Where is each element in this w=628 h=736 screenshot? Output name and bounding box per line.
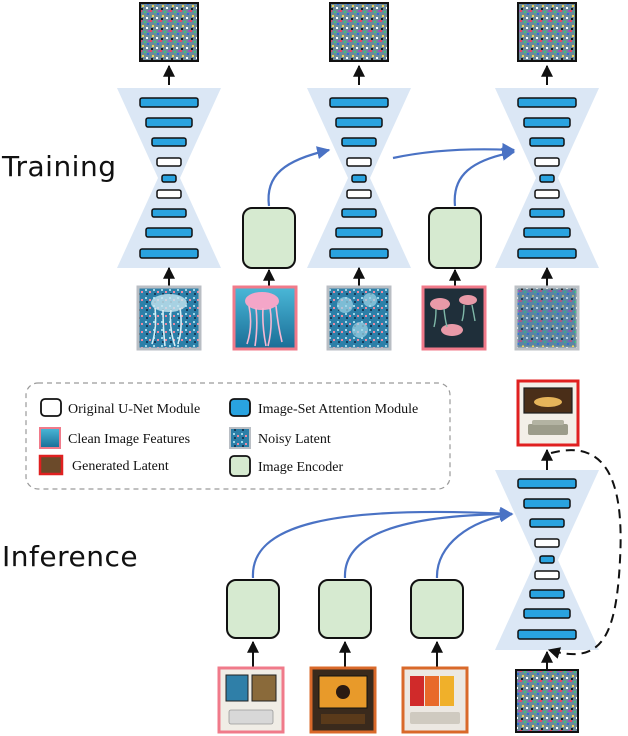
inference-noise-thumbnail <box>515 669 579 733</box>
noisy-jellyfish-thumbnail-2 <box>326 285 392 351</box>
generated-latent-output <box>516 379 580 447</box>
legend-attention-label: Image-Set Attention Module <box>258 402 418 417</box>
inference-label: Inference <box>2 540 139 573</box>
legend-generated-latent-label: Generated Latent <box>72 459 169 474</box>
legend-noisy-latent-label: Noisy Latent <box>258 432 331 447</box>
iterative-loop-arrow <box>547 449 622 659</box>
unet-training-2 <box>307 88 411 268</box>
training-output-noise-2 <box>329 2 389 62</box>
legend-noisy-latent-swatch <box>229 427 251 449</box>
training-output-noise-1 <box>139 2 199 62</box>
legend-clean-features-swatch <box>39 427 61 449</box>
legend-original-unet-swatch <box>40 398 62 417</box>
image-encoder-training-1 <box>242 207 296 269</box>
legend-box <box>25 382 451 490</box>
clean-jellyfish-thumbnail-2 <box>421 285 487 351</box>
reference-room-thumbnail-1 <box>217 666 285 734</box>
legend-original-unet-label: Original U-Net Module <box>68 402 200 417</box>
image-encoder-inference-2 <box>318 579 372 639</box>
legend-image-encoder-label: Image Encoder <box>258 460 343 475</box>
legend-clean-features-label: Clean Image Features <box>68 432 190 447</box>
training-label: Training <box>2 150 117 183</box>
legend-attention-swatch <box>229 398 251 417</box>
noisy-jellyfish-thumbnail-1 <box>136 285 202 351</box>
unet-training-1 <box>117 88 221 268</box>
unet-training-3 <box>495 88 599 268</box>
clean-jellyfish-thumbnail-1 <box>232 285 298 351</box>
unet-inference <box>495 470 599 650</box>
image-encoder-inference-3 <box>410 579 464 639</box>
legend-generated-latent-swatch <box>38 454 64 476</box>
image-encoder-training-2 <box>428 207 482 269</box>
legend-image-encoder-swatch <box>229 455 251 477</box>
image-encoder-inference-1 <box>226 579 280 639</box>
reference-room-thumbnail-2 <box>309 666 377 734</box>
training-output-noise-3 <box>517 2 577 62</box>
reference-room-thumbnail-3 <box>401 666 469 734</box>
noisy-latent-thumbnail-3 <box>514 285 580 351</box>
